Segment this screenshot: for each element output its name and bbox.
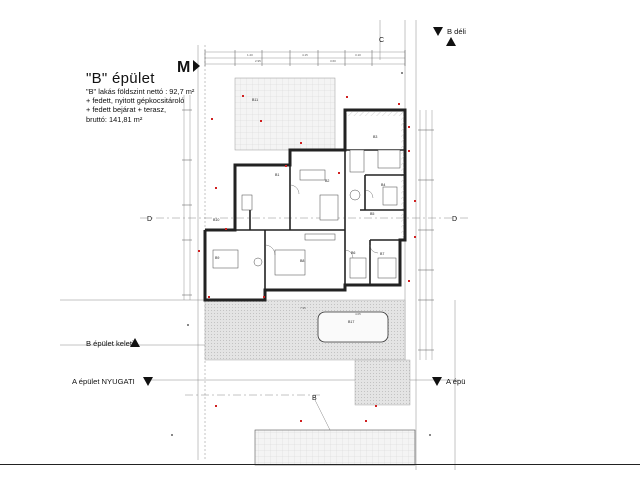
grid-letter-top: C xyxy=(379,37,384,44)
svg-text:2.95: 2.95 xyxy=(255,59,261,63)
grid-letter-left: D xyxy=(147,216,152,223)
marker-arrow-b-deli-2 xyxy=(446,37,456,46)
room-label: B11 xyxy=(252,98,258,102)
door-swings xyxy=(264,184,379,259)
opening-markers xyxy=(198,95,416,422)
north-stamp: M xyxy=(177,59,190,76)
marker-arrow-a-nyugati xyxy=(143,377,153,386)
svg-text:4.05: 4.05 xyxy=(355,312,361,316)
entrance-line: + fedett bejárat + terasz, xyxy=(86,105,167,115)
lower-building xyxy=(254,429,416,466)
room-label: B6 xyxy=(351,251,355,255)
gross-area-line: bruttó: 141,81 m² xyxy=(86,114,143,124)
room-labels: B11 B1 B2 B3 B4 B5 B6 B7 B8 B9 B10 B17 xyxy=(213,98,385,324)
svg-text:3.10: 3.10 xyxy=(355,53,361,57)
svg-text:4.15: 4.15 xyxy=(302,53,308,57)
interior-walls xyxy=(235,149,405,290)
svg-text:7.95: 7.95 xyxy=(300,306,306,310)
grid-letter-right: D xyxy=(452,216,457,223)
marker-label-a-epul: A épü xyxy=(446,377,466,386)
room-label: B2 xyxy=(325,179,329,183)
terrain-marks xyxy=(171,72,431,436)
svg-text:3.60: 3.60 xyxy=(330,59,336,63)
building-info: "B" épület "B" lakás földszint nettó : 9… xyxy=(86,70,194,124)
room-label: B5 xyxy=(370,212,374,216)
marker-label-b-kelet: B épület keleti xyxy=(86,339,134,348)
room-label: B9 xyxy=(215,256,219,260)
room-label: B17 xyxy=(348,320,354,324)
carport-outline xyxy=(317,311,389,343)
room-label: B4 xyxy=(381,183,385,187)
sheet-border xyxy=(0,464,640,465)
room-label: B10 xyxy=(213,218,219,222)
dimension-ticks xyxy=(182,50,434,351)
stamp-arrow xyxy=(193,60,200,72)
room-label: B3 xyxy=(373,135,377,139)
marker-arrow-a-epul xyxy=(432,377,442,386)
building-outline xyxy=(203,108,407,302)
svg-text:1.20: 1.20 xyxy=(247,53,253,57)
furniture xyxy=(212,149,401,279)
room-label: B8 xyxy=(300,259,304,263)
room-label: B1 xyxy=(275,173,279,177)
marker-arrow-b-deli xyxy=(433,27,443,36)
marker-label-a-nyugati: A épület NYUGATI xyxy=(72,377,135,386)
room-label: B7 xyxy=(380,252,384,256)
area-line: "B" lakás földszint nettó : 92,7 m² xyxy=(86,87,195,96)
grid-letter-bottom: B xyxy=(312,395,317,402)
terrace-paving xyxy=(234,77,336,151)
building-title: "B" épület xyxy=(86,70,155,87)
south-strip xyxy=(354,359,411,406)
marker-arrow-b-kelet xyxy=(130,338,140,347)
dimension-numbers: 1.20 4.15 3.10 2.95 3.60 7.95 4.05 xyxy=(247,53,361,316)
carport-line: + fedett, nyitott gépkocsitároló xyxy=(86,96,185,106)
marker-label-b-deli: B déli xyxy=(447,27,466,36)
